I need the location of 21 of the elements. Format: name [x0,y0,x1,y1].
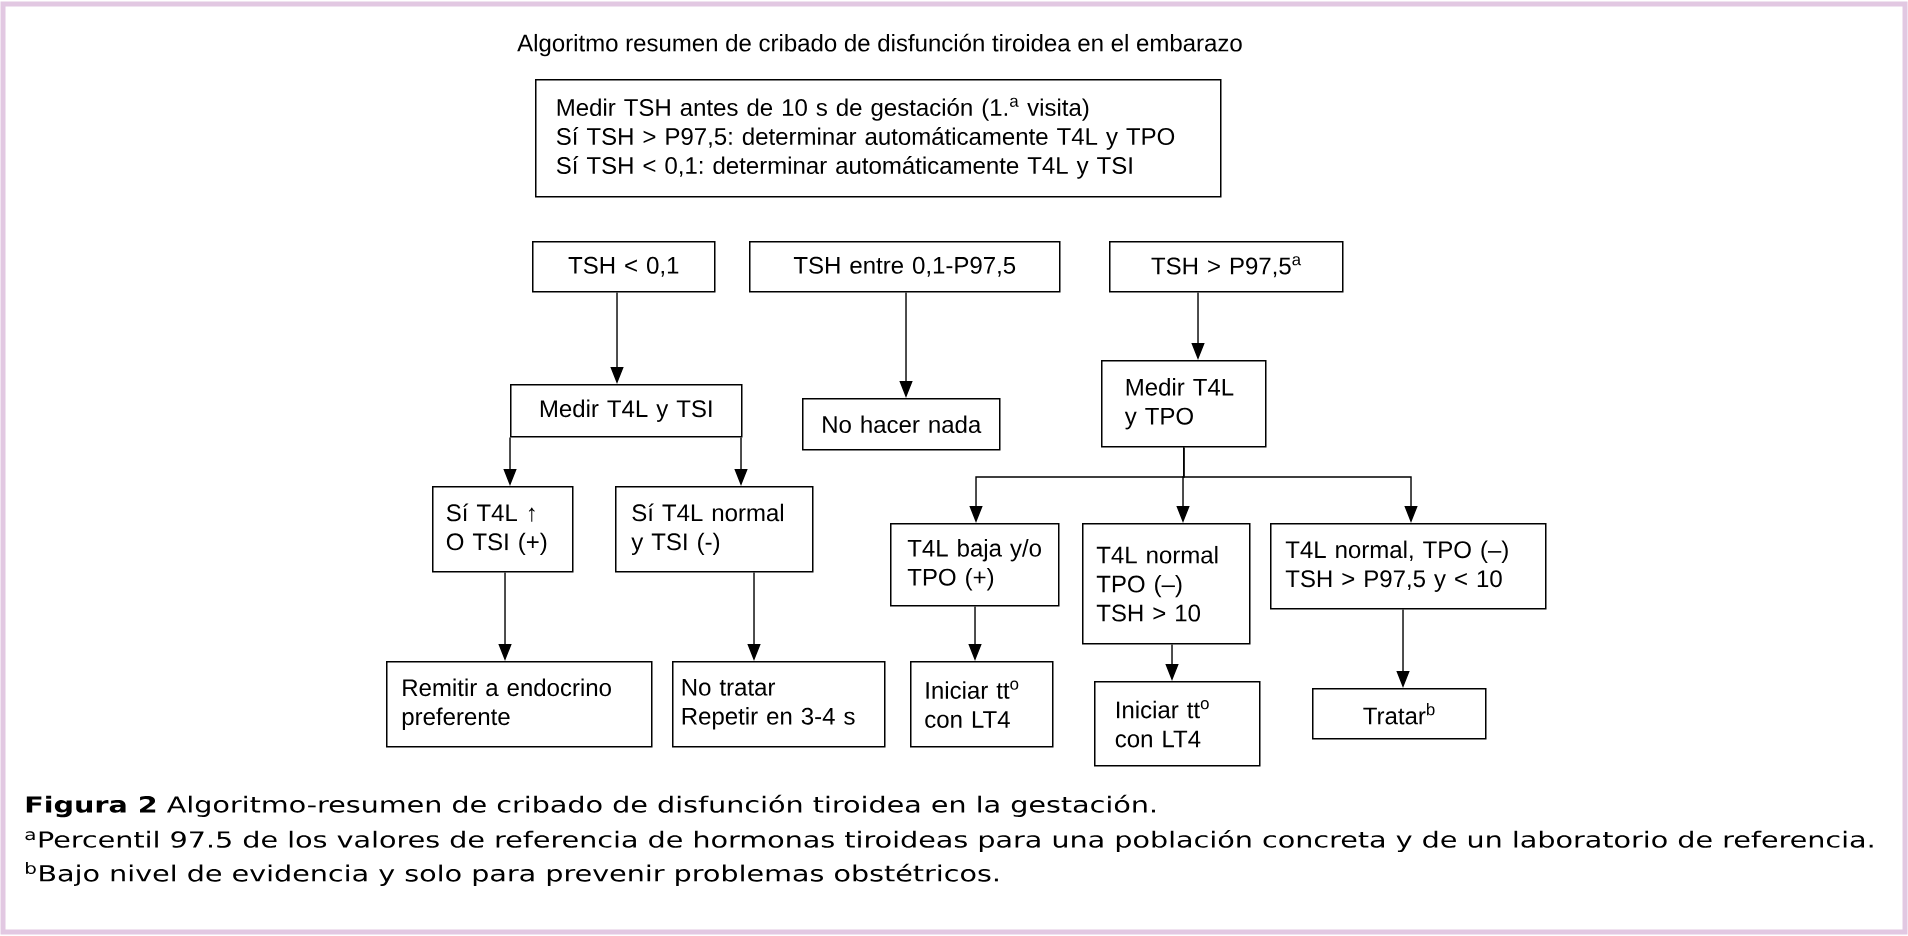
process-box: No tratar Repetir en 3-4 s [672,661,886,748]
process-box: Remitir a endocrino preferente [386,661,653,748]
process-box: T4L normal, TPO (–) TSH > P97,5 y < 10 [1270,523,1547,610]
process-box: Iniciar tt$^{o}$ con LT4 [1094,681,1261,767]
process-box: No hacer nada [802,398,1001,451]
footnote: $^{b}$Bajo nivel de evidencia y solo para prevenir problemas obstétricos. [26,862,998,886]
process-box: TSH entre 0,1-P97,5 [749,241,1061,293]
process-box: Medir T4L y TPO [1101,360,1267,448]
footnote: $^{a}$Percentil 97.5 de los valores de referencia de hormonas tiroideas para una población concreta y de un laboratorio de referencia. [25,829,1873,853]
process-box: T4L normal TPO (–) TSH > 10 [1082,523,1251,645]
process-box: T4L baja y/o TPO (+) [890,523,1060,607]
process-box: Medir TSH antes de 10 s de gestación (1.$^{a}$ visita) Sí TSH > P97,5: determinar automáticamente T4L y TPO Sí TSH < 0,1: determinar automáticamente T4L y TSI [535,79,1222,198]
process-box: TSH < 0,1 [532,241,716,293]
process-box: TSH > P97,5$^{a}$ [1109,241,1344,293]
process-box: Sí T4L ↑ O TSI (+) [432,486,574,573]
process-box: Iniciar tt$^{o}$ con LT4 [910,661,1054,748]
process-box: Medir T4L y TSI [510,384,743,438]
caption: Figura 2 Algoritmo-resumen de cribado de disfunción tiroidea en la gestación. [26,794,1155,818]
process-box: Sí T4L normal y TSI (-) [615,486,814,573]
process-box: Tratar$^{b}$ [1312,688,1487,740]
title: Algoritmo resumen de cribado de disfunción tiroidea en el embarazo [517,33,1242,57]
